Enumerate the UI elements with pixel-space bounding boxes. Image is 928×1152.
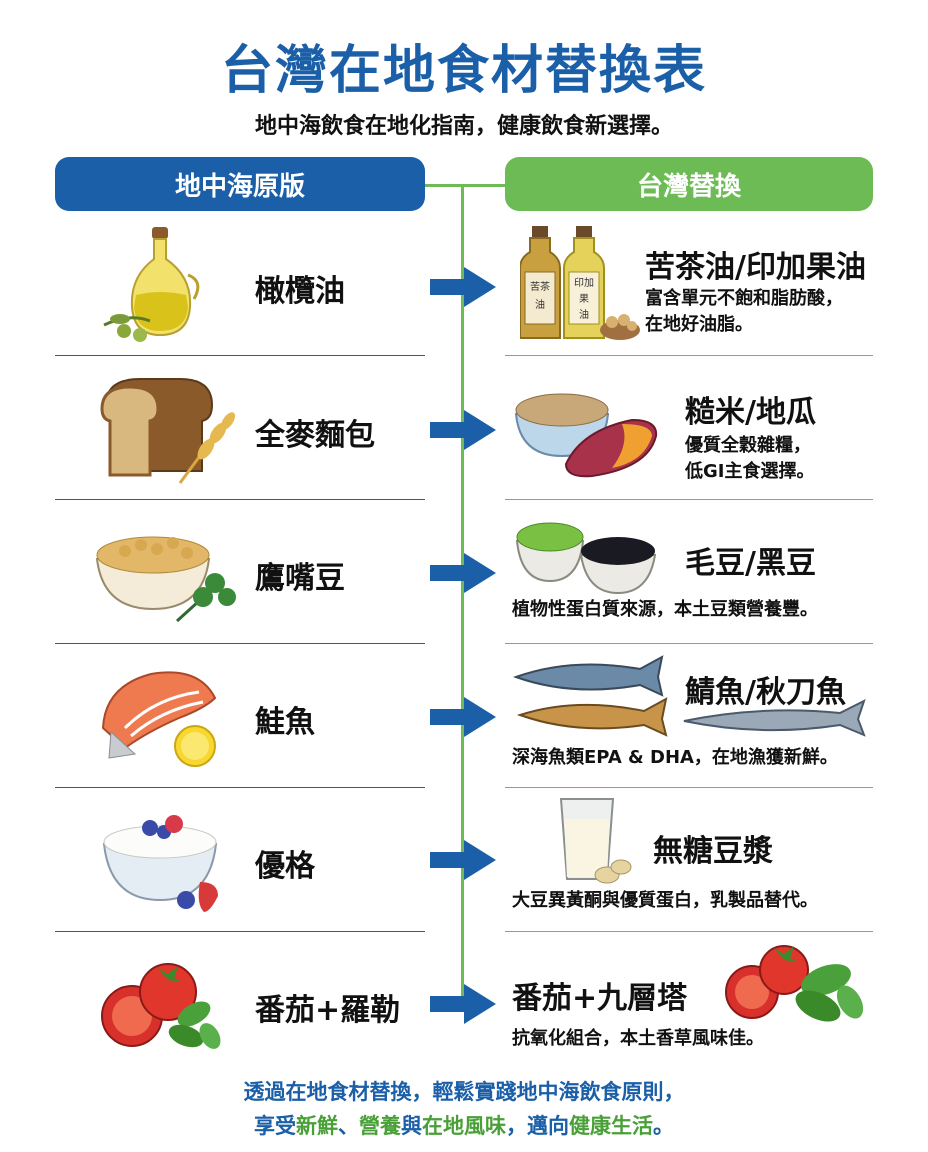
edamame-blackbean-icon [515,522,657,595]
arrow-right-icon [430,984,496,1024]
header-substitute: 台灣替換 [505,157,873,211]
row-separator [505,931,873,932]
original-ingredient: 鮭魚 [255,705,315,740]
substitute-description-line: 優質全穀雜糧， [685,435,811,456]
substitute-description-line: 深海魚類EPA & DHA，在地漁獲新鮮。 [512,747,838,768]
header-original: 地中海原版 [55,157,425,211]
center-divider [461,185,464,1005]
salmon-icon [101,671,217,767]
footer-highlight: 新鮮 [296,1114,338,1138]
original-ingredient: 全麥麵包 [255,418,375,453]
chickpea-bowl-icon [95,536,236,623]
footer-text: 與 [401,1114,422,1138]
substitute-description: 植物性蛋白質來源，本土豆類營養豐。 [512,597,818,623]
arrow-right-icon [430,267,496,307]
page-title: 台灣在地食材替換表 [220,41,707,101]
arrow-right-icon [430,410,496,450]
substitute-description-line: 富含單元不飽和脂肪酸， [645,288,843,309]
row-separator [505,643,873,644]
substitute-name: 毛豆/黑豆 [685,546,816,581]
rice-sweet-potato-icon [514,393,658,478]
bottle-label-2b: 果 [579,293,589,305]
substitute-description-line: 大豆異黃酮與優質蛋白，乳製品替代。 [512,890,818,911]
original-ingredient: 優格 [255,849,315,884]
bottle-label-2: 印加 [574,277,594,289]
arrow-right-icon [430,553,496,593]
row-separator [505,499,873,500]
header-substitute-label: 台灣替換 [636,171,741,202]
bottle-label-2c: 油 [579,308,589,321]
footer-line-1: 透過在地食材替換，輕鬆實踐地中海飲食原則， [243,1080,685,1104]
substitute-description-line: 在地好油脂。 [645,314,753,335]
footer-text: 、 [338,1114,359,1138]
original-ingredient: 鷹嘴豆 [255,561,345,596]
header-original-label: 地中海原版 [174,171,305,202]
header-connector [425,184,505,187]
substitute-name: 無糖豆漿 [653,834,773,869]
footer-text: 邁向 [527,1114,569,1138]
row-separator [55,643,425,644]
row-separator [55,931,425,932]
footer-line-2: 享受新鮮、營養與在地風味，邁向健康生活。 [0,1110,928,1140]
substitute-description: 大豆異黃酮與優質蛋白，乳製品替代。 [512,888,818,914]
tomato-thai-basil-icon [725,945,864,1022]
footer-text: 。 [653,1114,674,1138]
bottle-label-1: 苦茶 [530,280,550,293]
row-separator [505,355,873,356]
footer-highlight: 健康生活 [569,1114,653,1138]
arrow-right-icon [430,840,496,880]
original-ingredient: 番茄+羅勒 [255,993,401,1028]
substitute-name: 鯖魚/秋刀魚 [685,675,846,710]
footer-highlight: 在地風味 [422,1114,506,1138]
footer-text: ， [506,1114,527,1138]
bread-icon [100,378,236,484]
bottle-label-1b: 油 [535,298,545,311]
substitute-description: 抗氧化組合，本土香草風味佳。 [512,1026,764,1052]
substitute-name: 番茄+九層塔 [512,981,688,1016]
mackerel-saury-icon [513,655,866,737]
tea-oil-bottles-icon: 苦茶 油 印加 果 油 [520,226,640,340]
footer-text: 享受 [254,1114,296,1138]
arrow-right-icon [430,697,496,737]
row-separator [55,355,425,356]
page-subtitle: 地中海飲食在地化指南，健康飲食新選擇。 [254,114,673,139]
olive-oil-icon [103,227,200,342]
substitute-name: 糙米/地瓜 [685,395,816,430]
substitute-description: 富含單元不飽和脂肪酸， 在地好油脂。 [645,286,843,338]
substitute-description: 優質全穀雜糧， 低GI主食選擇。 [685,433,814,485]
row-separator [55,787,425,788]
substitute-description-line: 植物性蛋白質來源，本土豆類營養豐。 [512,599,818,620]
substitute-description: 深海魚類EPA & DHA，在地漁獲新鮮。 [512,745,838,771]
soy-milk-icon [559,798,632,884]
tomato-basil-icon [101,963,221,1049]
substitute-description-line: 低GI主食選擇。 [685,461,815,482]
footer-highlight: 營養 [359,1114,401,1138]
substitute-name: 苦茶油/印加果油 [645,250,866,285]
yogurt-icon [102,815,218,912]
row-separator [505,787,873,788]
original-ingredient: 橄欖油 [255,274,345,309]
substitute-description-line: 抗氧化組合，本土香草風味佳。 [512,1028,764,1049]
row-separator [55,499,425,500]
